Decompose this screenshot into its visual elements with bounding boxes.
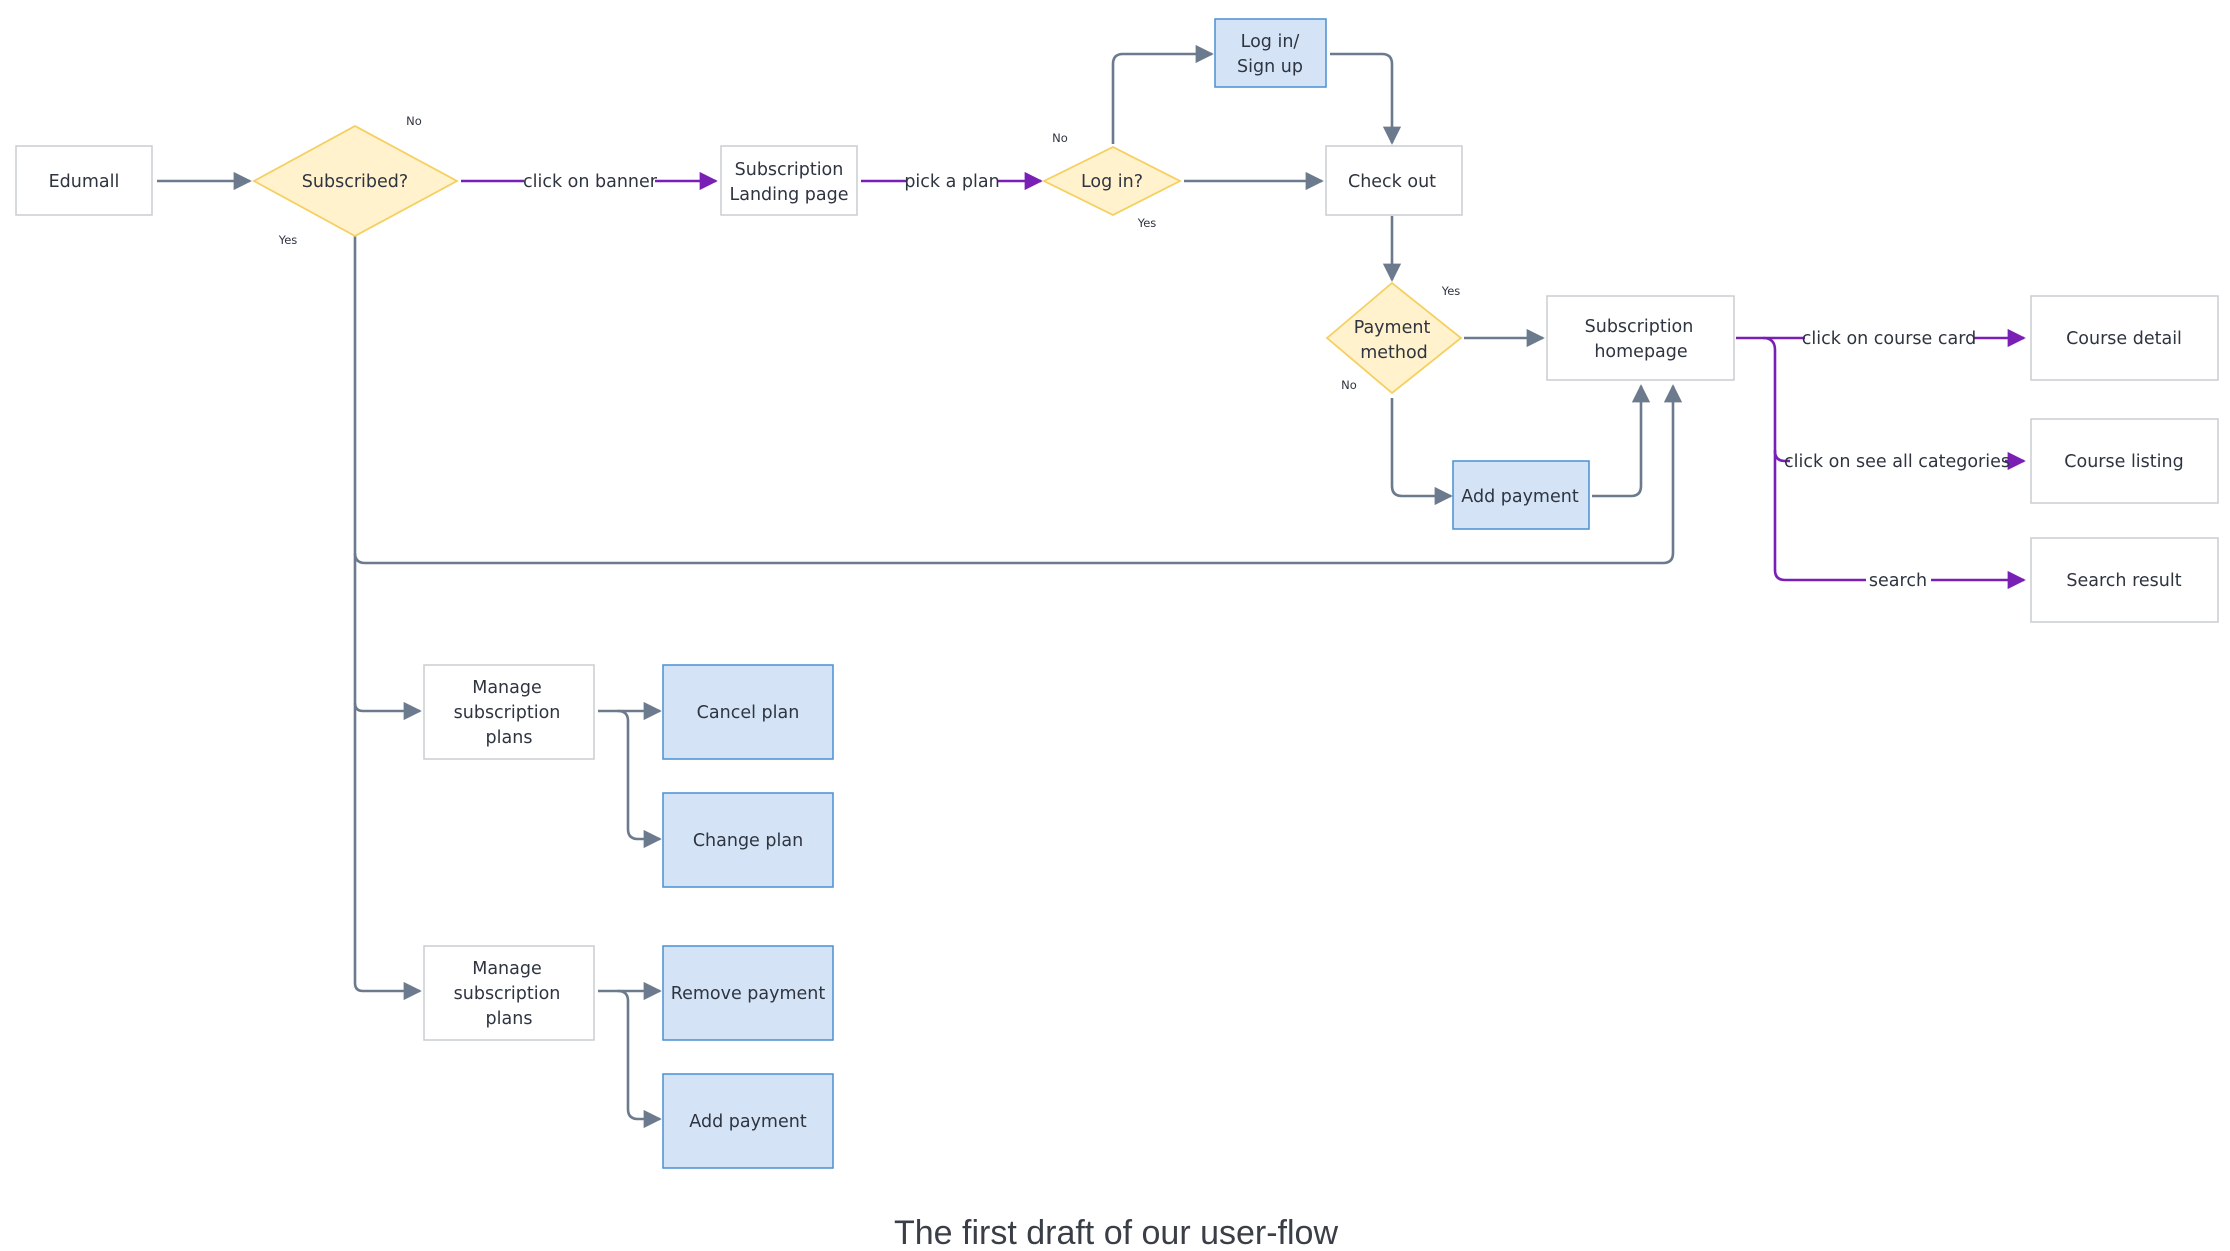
node-manage-plans-2: Manage subscription plans [423,945,595,1041]
node-login-question: Log in? [1041,145,1182,217]
edge-trunk-to-manage-2 [353,703,422,1001]
node-add-payment-bottom-label: Add payment [689,1112,807,1132]
node-subscribed-label: Subscribed? [302,172,408,192]
branch-login-yes: Yes [1137,216,1157,230]
node-course-detail-label: Course detail [2066,329,2182,349]
node-remove-payment-label: Remove payment [671,984,826,1004]
edge-payment-no-to-add-payment [1390,398,1453,506]
label-search: search [1869,571,1927,591]
node-change-plan: Change plan [662,792,834,888]
node-cancel-plan: Cancel plan [662,664,834,760]
node-payment-method: Payment method [1325,281,1463,395]
label-click-on-course-card: click on course card [1802,329,1976,349]
node-course-listing: Course listing [2030,418,2219,504]
node-signup-line-2: Sign up [1237,57,1303,77]
edge-add-payment-to-home [1592,384,1651,498]
edge-home-to-search-a [1773,450,1866,582]
node-remove-payment: Remove payment [662,945,834,1041]
node-signup-line-1: Log in/ [1241,32,1300,52]
node-search-result-label: Search result [2066,571,2181,591]
node-manage-1-line-3: plans [486,728,533,748]
node-login-signup: Log in/ Sign up [1214,18,1327,88]
gray-edges [157,44,1683,1129]
label-pick-a-plan: pick a plan [904,172,999,192]
node-manage-1-line-2: subscription [454,703,561,723]
node-checkout-label: Check out [1348,172,1436,192]
node-landing-line-2: Landing page [729,185,848,205]
branch-subscribed-no: No [406,114,422,128]
node-subscription-landing: Subscription Landing page [720,145,858,216]
edge-manage-2-to-add [617,989,662,1129]
node-edumall-label: Edumall [49,172,120,192]
node-home-line-2: homepage [1594,342,1687,362]
branch-payment-yes: Yes [1441,284,1461,298]
node-manage-plans-1: Manage subscription plans [423,664,595,760]
node-landing-line-1: Subscription [735,160,844,180]
node-payment-line-2: method [1360,343,1428,363]
edge-home-to-course-listing-a [1762,336,1790,463]
node-add-payment-top: Add payment [1452,460,1590,530]
node-change-plan-label: Change plan [693,831,803,851]
edge-manage-1-to-change [617,709,662,849]
branch-login-no: No [1052,131,1068,145]
node-edumall: Edumall [15,145,153,216]
branch-subscribed-yes: Yes [278,233,298,247]
label-click-on-see-all-categories: click on see all categories [1784,452,2010,472]
node-cancel-plan-label: Cancel plan [697,703,800,723]
node-home-line-1: Subscription [1585,317,1694,337]
node-manage-2-line-3: plans [486,1009,533,1029]
diagram-caption: The first draft of our user-flow [894,1214,1338,1251]
node-manage-2-line-2: subscription [454,984,561,1004]
node-checkout: Check out [1325,145,1463,216]
edge-login-no-to-signup [1111,44,1214,144]
edge-trunk-to-manage-1 [353,553,422,721]
node-manage-2-line-1: Manage [472,959,542,979]
branch-payment-no: No [1341,378,1357,392]
purple-edges [461,171,2026,590]
node-subscription-homepage: Subscription homepage [1546,295,1735,381]
node-login-q-label: Log in? [1081,172,1143,192]
node-subscribed: Subscribed? [252,124,459,238]
node-search-result: Search result [2030,537,2219,623]
node-add-payment-top-label: Add payment [1461,487,1579,507]
node-add-payment-bottom: Add payment [662,1073,834,1169]
node-course-detail: Course detail [2030,295,2219,381]
node-payment-line-1: Payment [1354,318,1431,338]
edge-signup-to-checkout [1330,52,1402,145]
label-click-on-banner: click on banner [523,172,658,192]
node-manage-1-line-1: Manage [472,678,542,698]
node-course-listing-label: Course listing [2064,452,2183,472]
